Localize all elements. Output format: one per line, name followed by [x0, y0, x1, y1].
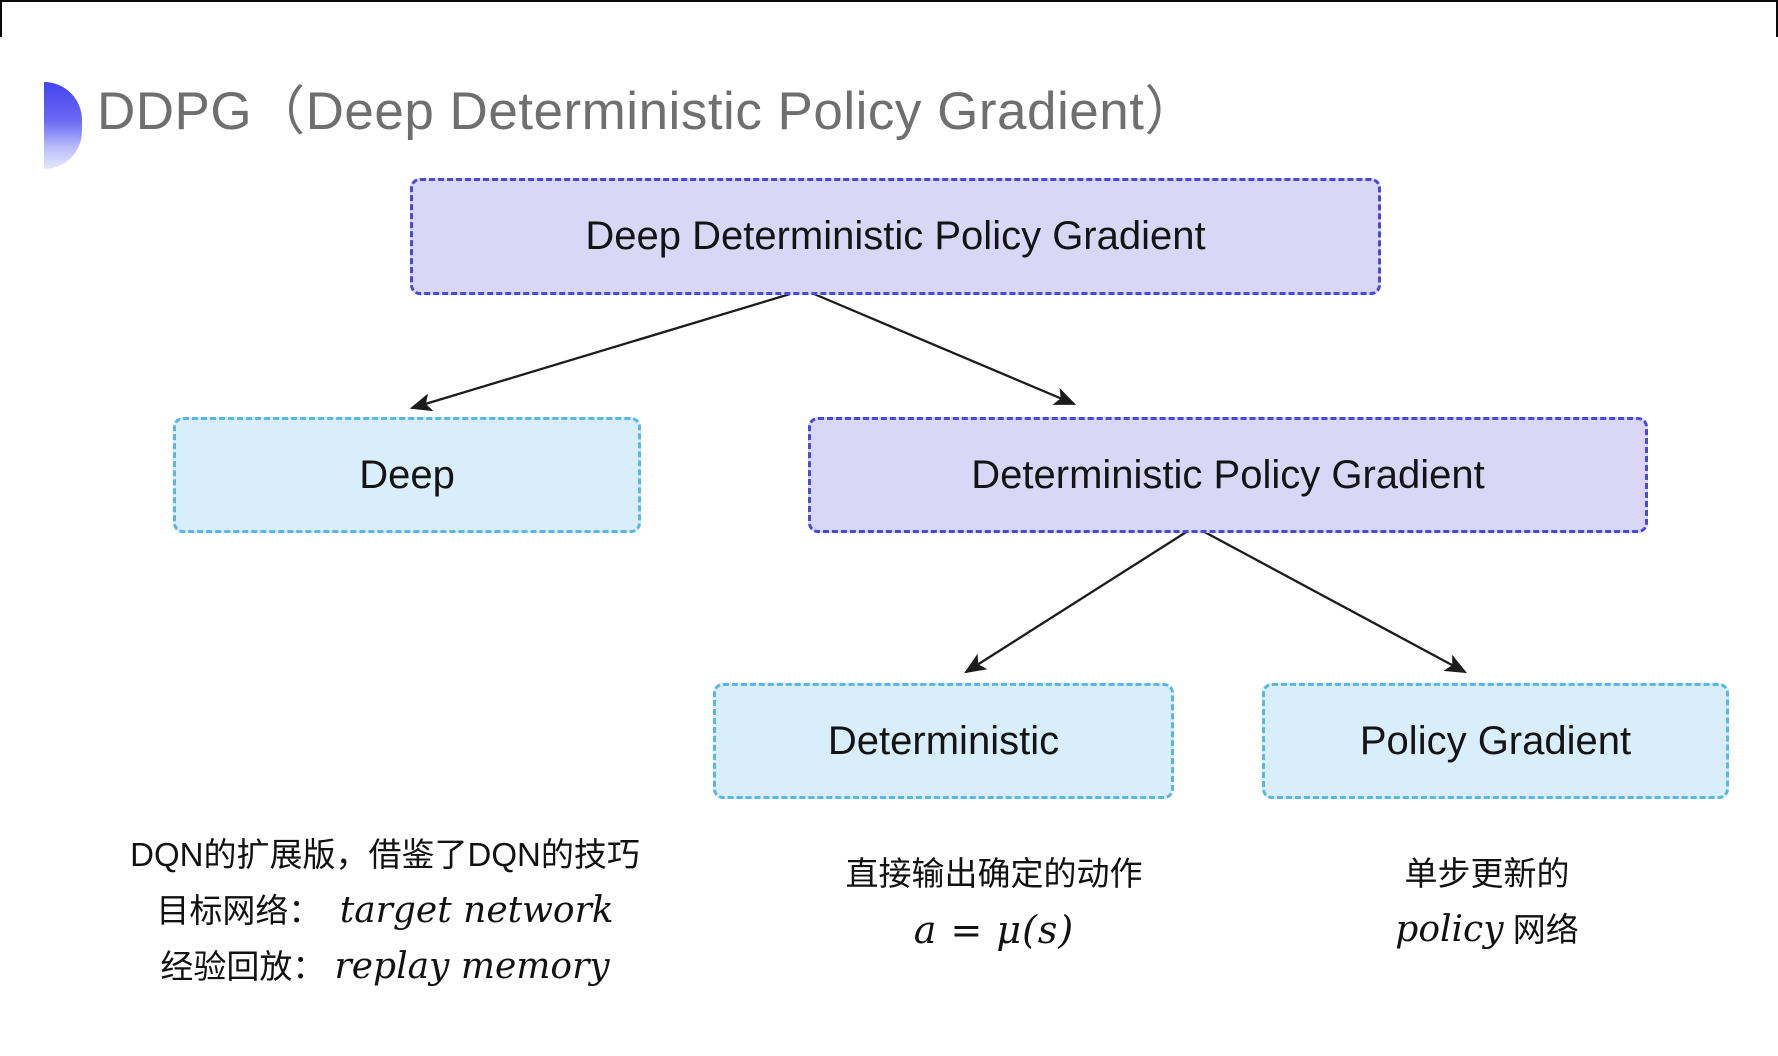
note-policy-gradient-line1: 单步更新的 [1404, 855, 1570, 892]
note-policy-gradient-line2: policy 网络 [1237, 908, 1737, 952]
node-label: Deterministic Policy Gradient [971, 452, 1485, 497]
node-label: Deterministic [827, 718, 1060, 763]
node-policy-gradient: Policy Gradient [1262, 683, 1729, 799]
arrow-dpg-to-policy-gradient [1198, 527, 1468, 674]
note-deep-line3: 经验回放： replay memory [110, 945, 660, 989]
note-deep-line3-label: 经验回放： [160, 948, 326, 985]
note-deep-line3-value: replay memory [334, 946, 610, 987]
frame-left-edge [0, 0, 2, 37]
note-deep-line1: DQN的扩展版，借鉴了DQN的技巧 [130, 836, 640, 873]
note-deep-line2: 目标网络： target network [110, 889, 660, 933]
note-deep-line2-value: target network [339, 890, 614, 931]
title-bullet-icon [44, 82, 82, 169]
node-label: Deep Deterministic Policy Gradient [585, 214, 1206, 258]
note-deterministic: 直接输出确定的动作 a = μ(s) [744, 852, 1244, 952]
arrow-root-to-deep [409, 289, 801, 412]
node-label: Deep [359, 452, 455, 497]
note-policy-gradient: 单步更新的 policy 网络 [1237, 852, 1737, 952]
slide-title: DDPG（Deep Deterministic Policy Gradient） [97, 82, 1198, 141]
node-deep: Deep [173, 417, 641, 533]
frame-top-edge [0, 0, 1778, 2]
node-deterministic-policy-gradient: Deterministic Policy Gradient [808, 417, 1648, 533]
note-deep-line2-label: 目标网络： [156, 892, 322, 929]
note-deep: DQN的扩展版，借鉴了DQN的技巧 目标网络： target network 经… [110, 833, 660, 989]
node-deep-deterministic-policy-gradient: Deep Deterministic Policy Gradient [410, 178, 1381, 295]
node-label: Policy Gradient [1359, 718, 1632, 763]
frame-right-edge [1776, 0, 1778, 37]
node-deterministic: Deterministic [713, 683, 1174, 799]
note-deterministic-line1: 直接输出确定的动作 [845, 855, 1143, 892]
arrow-root-to-dpg [806, 289, 1077, 406]
arrow-dpg-to-deterministic [964, 528, 1192, 674]
note-deterministic-formula: a = μ(s) [913, 908, 1075, 952]
note-policy-gradient-line2-rest: 网络 [1503, 911, 1579, 948]
note-policy-gradient-line2-italic: policy [1395, 909, 1504, 950]
